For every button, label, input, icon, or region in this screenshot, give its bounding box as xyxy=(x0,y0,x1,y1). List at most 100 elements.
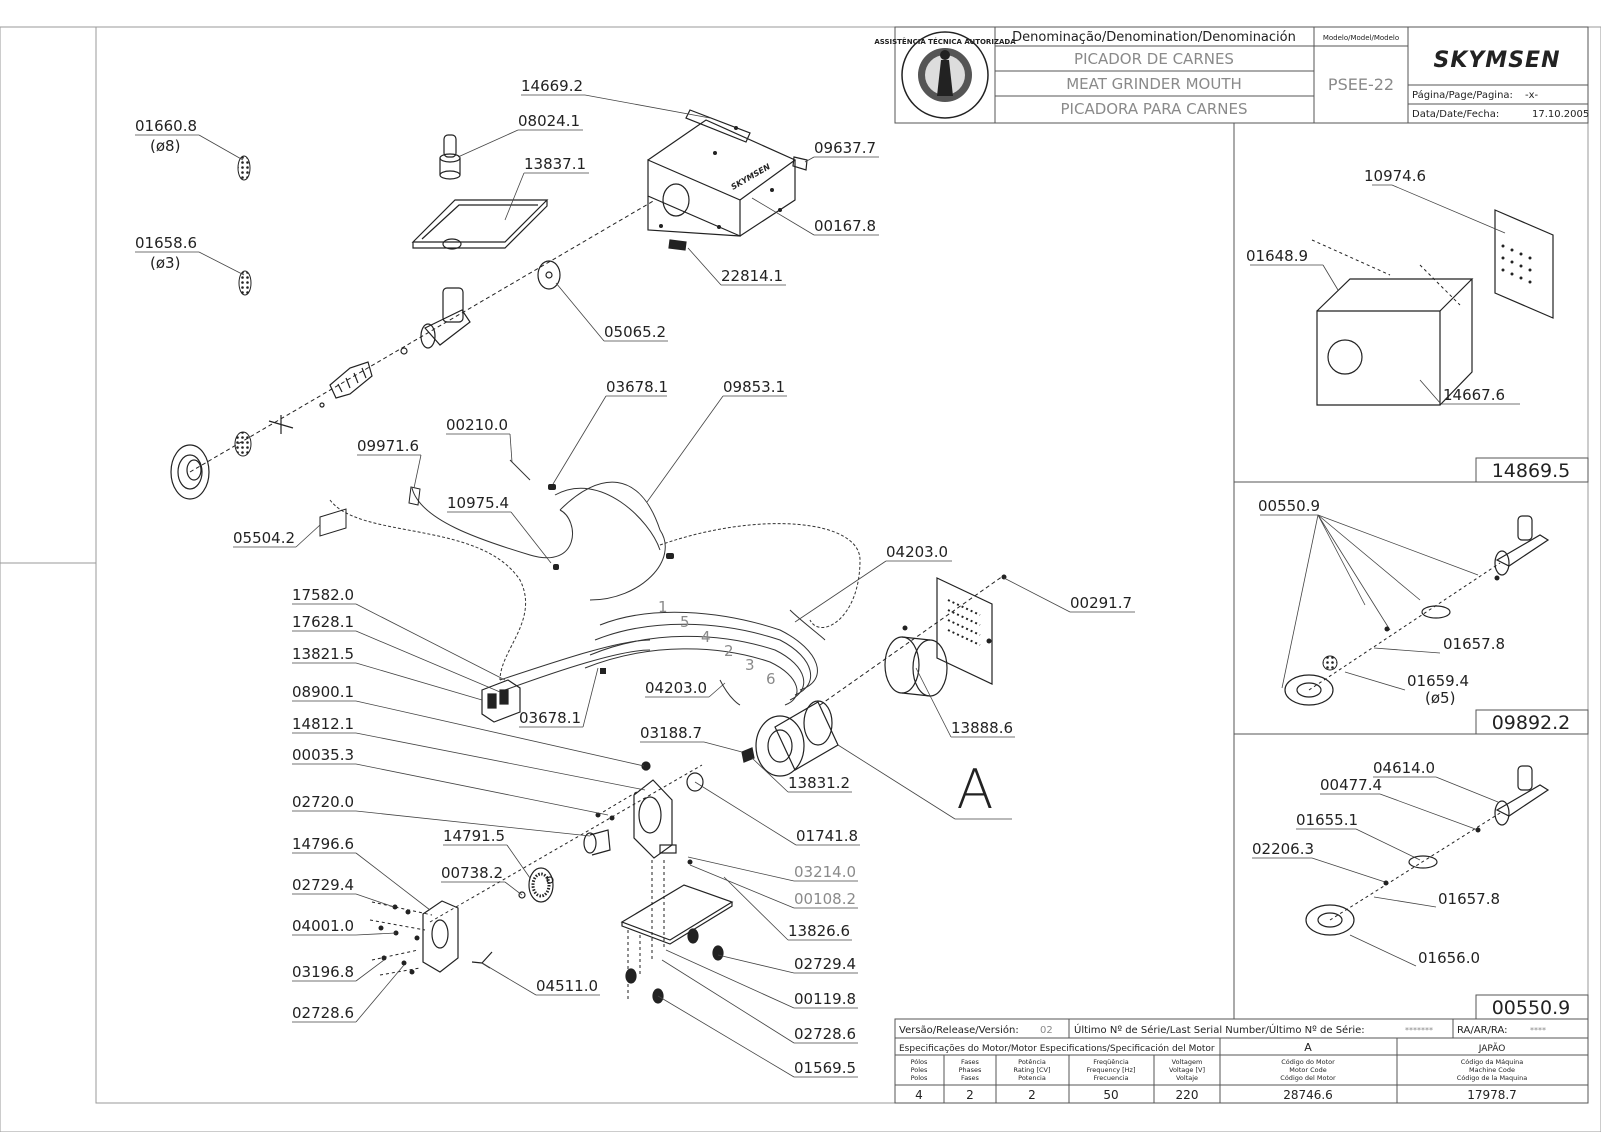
part-label-04614-0: 04614.0 xyxy=(1373,759,1435,777)
part-label-17582-0: 17582.0 xyxy=(292,586,354,604)
page-value: -x- xyxy=(1525,90,1539,101)
part-label-01569-5: 01569.5 xyxy=(794,1059,856,1077)
machine-column-head: JAPÃO xyxy=(1478,1043,1506,1054)
model-value: PSEE-22 xyxy=(1328,75,1394,94)
part-label-13831-2: 13831.2 xyxy=(788,774,850,792)
table-header-cell: Fases xyxy=(961,1058,980,1066)
tray xyxy=(411,199,549,250)
part-label-01660-8-dia: (ø8) xyxy=(150,137,180,155)
connectors xyxy=(408,484,674,674)
part-label-00291-7: 00291.7 xyxy=(1070,594,1132,612)
title-block: ASSISTÊNCIA TÉCNICA AUTORIZADA Denominaç… xyxy=(874,26,1589,124)
part-label-14669-2: 14669.2 xyxy=(521,77,583,95)
serial-value: ******* xyxy=(1405,1026,1433,1035)
panel-code-00550-9: 00550.9 xyxy=(1492,997,1571,1019)
part-label-00738-2: 00738.2 xyxy=(441,864,503,882)
table-header-cell: Poles xyxy=(911,1066,928,1074)
part-label-01741-8: 01741.8 xyxy=(796,827,858,845)
wire-number-2: 2 xyxy=(724,642,734,660)
model-label: Modelo/Model/Modelo xyxy=(1323,34,1399,42)
part-label-05504-2: 05504.2 xyxy=(233,529,295,547)
brand-logo: SKYMSEN xyxy=(1433,48,1560,73)
part-label-08900-1: 08900.1 xyxy=(292,683,354,701)
part-label-22814-1: 22814.1 xyxy=(721,267,783,285)
leader-lines xyxy=(135,94,1135,1078)
denomination-label: Denominação/Denomination/Denominación xyxy=(1012,30,1296,45)
part-label-10974-6: 10974.6 xyxy=(1364,167,1426,185)
pusher xyxy=(439,134,461,180)
ra-label: RA/AR/RA: xyxy=(1457,1025,1508,1036)
part-label-09637-7: 09637.7 xyxy=(814,139,876,157)
part-label-01658-6-dia: (ø3) xyxy=(150,254,180,272)
part-label-04203-0-b: 04203.0 xyxy=(645,679,707,697)
table-header-cell: Polos xyxy=(911,1074,928,1082)
part-label-13888-6: 13888.6 xyxy=(951,719,1013,737)
part-label-01658-6: 01658.6 xyxy=(135,234,197,252)
table-header-cell: Frequency [Hz] xyxy=(1086,1066,1135,1074)
ra-value: **** xyxy=(1530,1026,1546,1035)
part-label-10975-4: 10975.4 xyxy=(447,494,509,512)
serial-label: Último Nº de Série/Last Serial Number/Úl… xyxy=(1074,1023,1365,1036)
housing-box xyxy=(647,109,808,251)
washer xyxy=(537,260,561,290)
authorized-service-seal: ASSISTÊNCIA TÉCNICA AUTORIZADA xyxy=(874,31,1016,119)
part-label-00035-3: 00035.3 xyxy=(292,746,354,764)
table-value-cell: 220 xyxy=(1176,1088,1199,1102)
part-labels: 01660.8 (ø8) 01658.6 (ø3) 14669.2 08024.… xyxy=(135,77,1132,1077)
part-label-00210-0: 00210.0 xyxy=(446,416,508,434)
product-name-es: PICADORA PARA CARNES xyxy=(1061,100,1248,118)
front-cover xyxy=(422,900,493,973)
part-label-00167-8: 00167.8 xyxy=(814,217,876,235)
table-header-cell: Potencia xyxy=(1018,1074,1046,1082)
product-name-en: MEAT GRINDER MOUTH xyxy=(1066,75,1242,93)
wire-number-6: 6 xyxy=(766,670,776,688)
part-label-13821-5: 13821.5 xyxy=(292,645,354,663)
table-value-cell: 2 xyxy=(966,1088,974,1102)
table-header-cell: Código do Motor xyxy=(1281,1058,1335,1066)
page-label: Página/Page/Pagina: xyxy=(1412,89,1513,101)
part-label-02729-4-b: 02729.4 xyxy=(794,955,856,973)
panel-code-14869-5: 14869.5 xyxy=(1492,460,1571,482)
panel-mouth-alt: 04614.0 00477.4 01655.1 02206.3 01657.8 … xyxy=(1252,759,1570,1019)
table-header-cell: Pólos xyxy=(911,1058,928,1066)
table-value-cell: 2 xyxy=(1028,1088,1036,1102)
part-label-02720-0: 02720.0 xyxy=(292,793,354,811)
part-label-04001-0: 04001.0 xyxy=(292,917,354,935)
panel-mouth-8: 00550.9 01657.8 01659.4 (ø5) 09892.2 xyxy=(1258,497,1570,734)
table-header-cell: Rating [CV] xyxy=(1013,1066,1050,1074)
table-header-cell: Motor Code xyxy=(1289,1066,1327,1074)
mouth-axis-line xyxy=(189,199,656,473)
table-header-cell: Código del Motor xyxy=(1280,1074,1336,1082)
date-label: Data/Date/Fecha: xyxy=(1412,109,1499,120)
part-label-03678-1-a: 03678.1 xyxy=(606,378,668,396)
detail-panels-frame xyxy=(1233,123,1589,1020)
table-header-cell: Phases xyxy=(959,1066,982,1074)
part-label-00119-8: 00119.8 xyxy=(794,990,856,1008)
table-header-cell: Voltagem xyxy=(1172,1058,1203,1066)
gearbox-housing xyxy=(633,761,704,859)
table-value-cell: 50 xyxy=(1103,1088,1118,1102)
part-label-13837-1: 13837.1 xyxy=(524,155,586,173)
table-value-cell: 4 xyxy=(915,1088,923,1102)
part-label-09853-1: 09853.1 xyxy=(723,378,785,396)
table-value-cell: 17978.7 xyxy=(1467,1088,1517,1102)
release-label: Versão/Release/Versión: xyxy=(899,1024,1019,1036)
product-name-pt: PICADOR DE CARNES xyxy=(1074,50,1234,68)
part-label-01660-8: 01660.8 xyxy=(135,117,197,135)
motor xyxy=(741,700,839,777)
part-label-08024-1: 08024.1 xyxy=(518,112,580,130)
part-label-04511-0: 04511.0 xyxy=(536,977,598,995)
table-header-cell: Frecuencia xyxy=(1094,1074,1129,1082)
part-label-02728-6-a: 02728.6 xyxy=(292,1004,354,1022)
table-header-cell: Voltaje xyxy=(1176,1074,1198,1082)
wire-harness xyxy=(329,459,861,706)
part-label-01659-4-dia: (ø5) xyxy=(1425,689,1455,707)
part-label-00477-4: 00477.4 xyxy=(1320,776,1382,794)
plate-discs xyxy=(237,155,252,296)
part-label-14812-1: 14812.1 xyxy=(292,715,354,733)
gears xyxy=(518,829,611,903)
part-label-01657-8: 01657.8 xyxy=(1443,635,1505,653)
part-label-00108-2: 00108.2 xyxy=(794,890,856,908)
